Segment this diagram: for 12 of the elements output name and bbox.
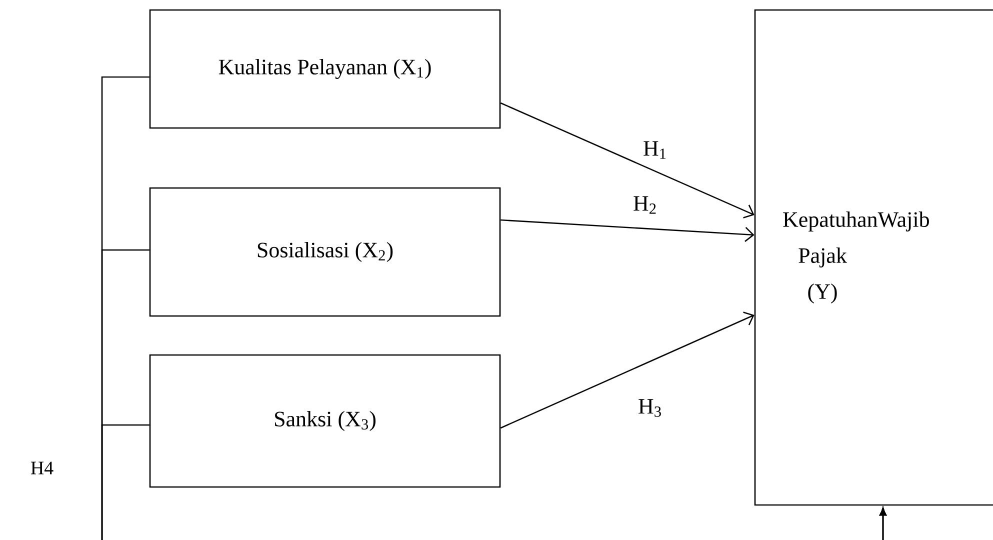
edge-label: H4 [30, 462, 54, 474]
variable-box: Sosialisasi (X$_{2}$) [149, 187, 501, 317]
arrow [500, 102, 754, 218]
connector-line [101, 424, 886, 540]
variable-box: KepatuhanWajib Pajak (Y) [754, 9, 993, 506]
variable-box: Kualitas Pelayanan (X$_{1}$) [149, 9, 501, 129]
edge-label: H$_{1}$ [644, 141, 666, 159]
variable-box: Sanksi (X$_{3}$) [149, 354, 501, 488]
edge-label: H$_{2}$ [634, 196, 656, 214]
edge-label: H$_{3}$ [638, 399, 661, 417]
arrow [500, 312, 754, 429]
arrow [500, 219, 754, 242]
